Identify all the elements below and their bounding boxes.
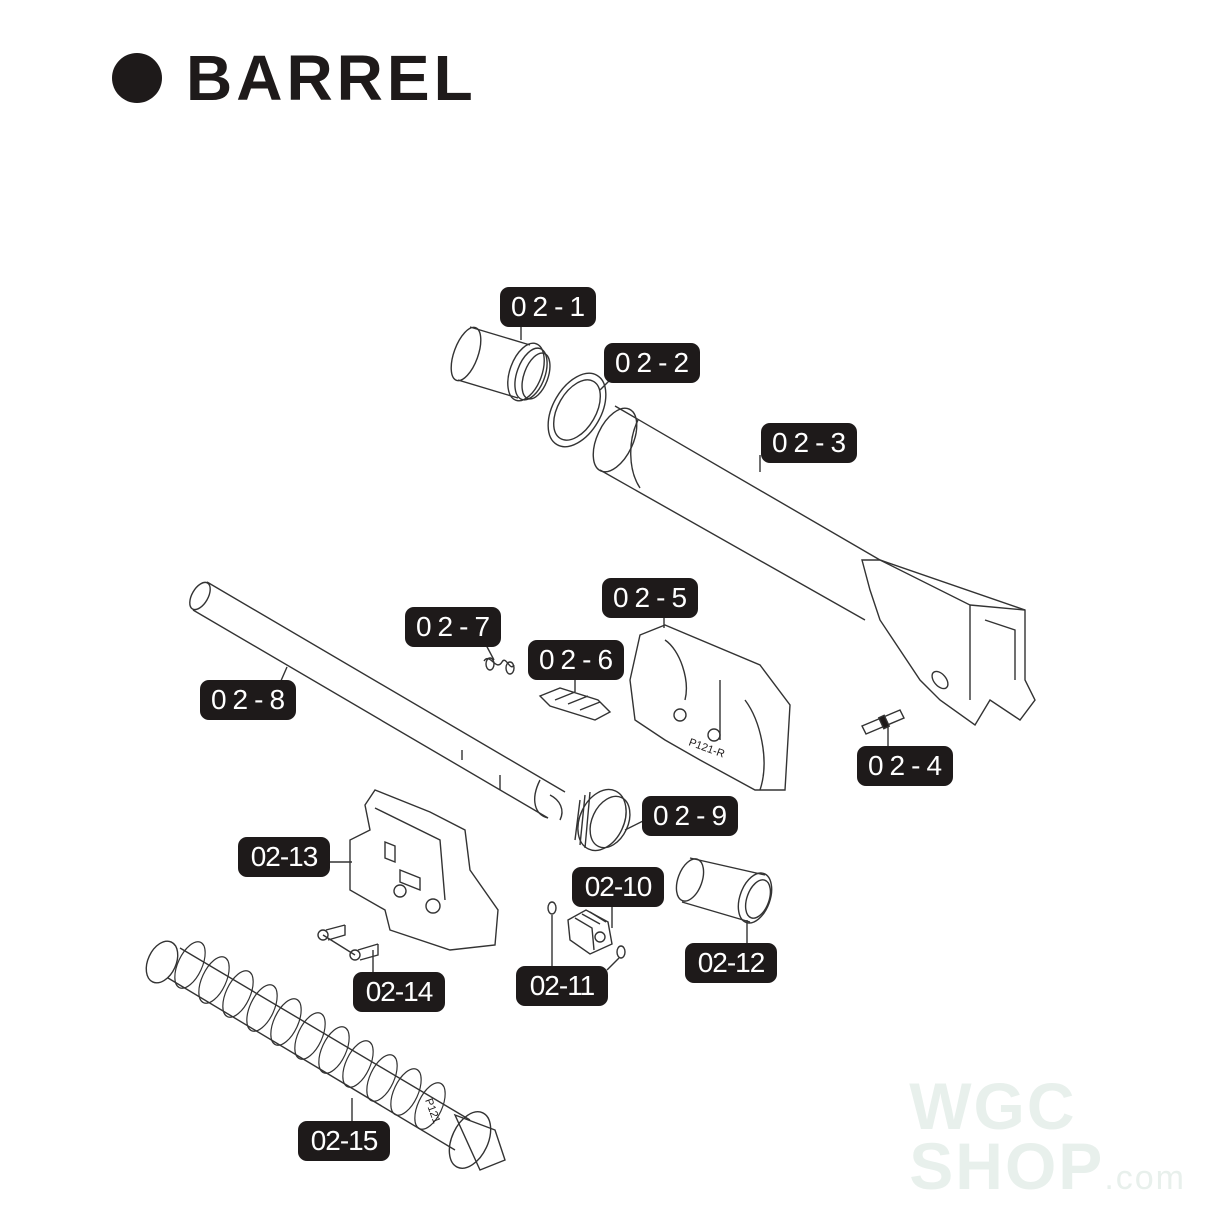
part-label-02-1: 02-1	[500, 287, 596, 327]
part-label-02-2: 02-2	[604, 343, 700, 383]
part-02-3-drawing	[592, 405, 1036, 727]
part-02-13-drawing	[330, 789, 499, 951]
part-02-4-drawing	[861, 709, 905, 748]
part-02-12-drawing	[675, 857, 773, 945]
part-label-02-6: 02-6	[528, 640, 624, 680]
part-02-10-drawing	[567, 904, 613, 955]
section-title: BARREL	[112, 46, 477, 110]
part-label-02-9: 02-9	[642, 796, 738, 836]
part-02-15-drawing: P121	[145, 940, 506, 1171]
part-02-9-drawing	[574, 788, 646, 852]
marking-p121-r: P121-R	[687, 737, 726, 761]
part-label-02-10: 02-10	[572, 867, 664, 907]
part-02-5-drawing: P121-R	[629, 612, 791, 791]
watermark: WGC SHOP.com	[909, 1069, 1186, 1203]
part-02-14-drawing	[317, 924, 379, 972]
part-label-02-13: 02-13	[238, 837, 330, 877]
part-02-11-drawing	[547, 901, 626, 971]
part-02-8-drawing	[189, 581, 566, 821]
part-02-1-drawing	[450, 322, 551, 402]
part-label-02-8: 02-8	[200, 680, 296, 720]
part-label-02-7: 02-7	[405, 607, 501, 647]
bullet-icon	[112, 53, 162, 103]
part-02-2-drawing	[547, 372, 616, 448]
part-label-02-15: 02-15	[298, 1121, 390, 1161]
part-label-02-4: 02-4	[857, 746, 953, 786]
part-label-02-14: 02-14	[353, 972, 445, 1012]
section-title-text: BARREL	[186, 42, 477, 114]
part-02-7-drawing	[483, 642, 515, 675]
part-02-6-drawing	[538, 677, 612, 721]
part-label-02-3: 02-3	[761, 423, 857, 463]
part-label-02-12: 02-12	[685, 943, 777, 983]
part-label-02-11: 02-11	[516, 966, 608, 1006]
watermark-line2: SHOP.com	[909, 1128, 1186, 1203]
watermark-line1: WGC	[909, 1069, 1077, 1144]
part-label-02-5: 02-5	[602, 578, 698, 618]
